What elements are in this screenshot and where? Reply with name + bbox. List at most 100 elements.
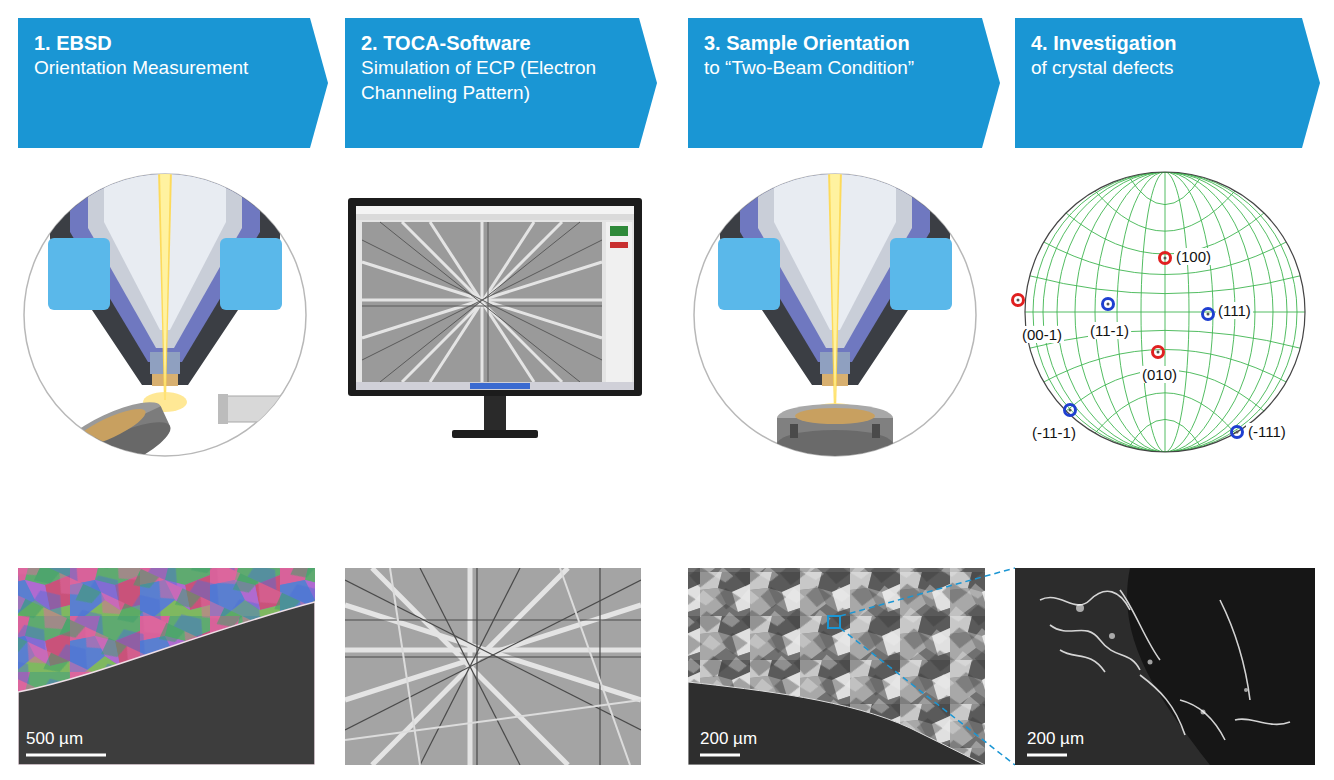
chevron-fill [688,18,1000,148]
stereographic-projection-part-part [1103,299,1114,310]
defect-image-part-part [1148,660,1153,665]
monitor-illustration-part [452,430,538,438]
stereographic-projection-part-part [1203,309,1214,320]
ecci-column-illustration-part [718,170,952,458]
ecp-pattern-image-part-part [345,605,641,700]
zoom-dashed-lines-part [840,628,1015,765]
ecci-column-illustration-part-part [828,170,842,412]
ecp-pattern-image-part-part [476,568,477,765]
channeling-contrast-image-part [688,682,985,765]
ecp-pattern-image-part [345,568,641,765]
ecp-pattern-image-part-part [390,568,420,765]
ebsd-column-illustration-part-part [48,238,110,310]
step-title: 1. EBSD [34,30,296,56]
stereographic-projection-part-part [1044,242,1286,275]
stereographic-projection-part-part [1017,299,1020,302]
pole-label: (00-1) [1020,326,1064,343]
defect-image-part [1027,754,1067,757]
pole-label: (010) [1140,366,1179,383]
monitor-illustration-part-part-part [402,222,562,382]
scale-bar-label: 200 µm [1027,729,1084,749]
defect-image-part [1076,604,1248,715]
defect-image-part-part [1201,710,1206,715]
ebsd-map-image-part [18,568,315,765]
pole-label: (111) [1216,302,1253,319]
stereographic-projection-part-part [1065,405,1076,416]
monitor-illustration-part [356,222,634,390]
monitor-illustration-part-part-part [430,222,534,382]
ecp-pattern-image-part-part [345,700,641,740]
step-subtitle: Simulation of ECP (Electron Channeling P… [361,56,625,105]
monitor-illustration-part-part-part [402,222,562,382]
ecci-column-illustration-part-part [718,238,780,310]
ecp-pattern-image-part [345,568,641,765]
step-subtitle: Orientation Measurement [34,56,296,81]
monitor-illustration-part-part [356,382,634,390]
ebsd-map-image-part [18,568,315,765]
ebsd-column-illustration-part [48,170,315,488]
ebsd-column-illustration-part-part [225,396,315,422]
ecp-pattern-image-part [345,568,641,765]
stereographic-projection-part-part [1069,409,1072,412]
ebsd-map-image-part [26,754,106,757]
monitor-illustration-part [356,206,634,214]
pole-label: (100) [1174,248,1213,265]
defect-image-part [1015,568,1315,765]
scale-bar-label: 500 µm [26,729,83,749]
ebsd-map-image [18,568,315,765]
channeling-contrast-image-part [700,754,740,757]
stereographic-projection-part [1025,172,1305,452]
stereographic-projection [1013,172,1306,452]
monitor-illustration-part-part [362,222,602,382]
ebsd-column-illustration-part-part [220,238,282,310]
monitor-illustration-part-part [362,222,602,382]
defect-image-part-part [1180,700,1225,740]
stereographic-projection-part-part [1236,431,1239,434]
stereographic-projection-part-part [1157,351,1160,354]
monitor-illustration-part-part [610,242,628,248]
ecci-column-illustration [694,170,976,458]
stereographic-projection-part-part [1030,276,1300,294]
stereographic-projection-part-part [1153,347,1164,358]
stereographic-projection-part-part [1095,191,1235,231]
step-banner: 1. EBSDOrientation Measurement [18,18,328,148]
stereographic-projection-part-part [1107,303,1110,306]
ecci-column-illustration-part-part [795,408,875,424]
ecci-column-illustration-part-part [790,424,798,438]
stereographic-projection-part-part [1207,313,1210,316]
defect-image-part-part [1140,675,1185,735]
defect-image [1015,568,1315,765]
stereographic-projection-part [1025,172,1305,452]
defect-image-part-part [1244,688,1248,692]
monitor-illustration-part [356,206,634,390]
monitor-illustration-part [348,198,642,396]
monitor-illustration-part [484,396,506,432]
pole-label: (-111) [1246,423,1288,440]
step-title: 2. TOCA-Software [361,30,625,56]
ebsd-column-illustration-part-part [218,394,228,424]
monitor-illustration-part-part [610,226,628,236]
stereographic-projection-part-part [1160,253,1171,264]
stereographic-projection-part [1013,253,1243,438]
channeling-contrast-image-part [828,616,840,628]
stereographic-projection-part-part [1232,427,1243,438]
defect-image-part [1015,568,1210,765]
stereographic-projection-part-part [1129,177,1201,205]
stereographic-projection-part-part [1066,213,1264,254]
channeling-contrast-image-part [688,568,985,765]
channeling-contrast-image-part [688,568,985,765]
ebsd-column-illustration-part-part-part [69,402,150,454]
stereographic-projection-part-part [1025,312,1305,313]
monitor-illustration-part-part-part [362,306,602,307]
step-subtitle: of crystal defects [1031,56,1288,81]
stereographic-projection-part-part [1129,419,1201,447]
chevron-fill [18,18,328,148]
defect-image-part-part [1220,600,1250,700]
ecp-pattern-image-part-part [599,568,600,765]
monitor-illustration-part-part [606,222,632,382]
pole-label: (-11-1) [1030,424,1078,441]
stereographic-projection-part-part [1013,295,1024,306]
ecci-column-illustration-part-part [890,238,952,310]
stereographic-projection-part-part [1095,393,1235,433]
